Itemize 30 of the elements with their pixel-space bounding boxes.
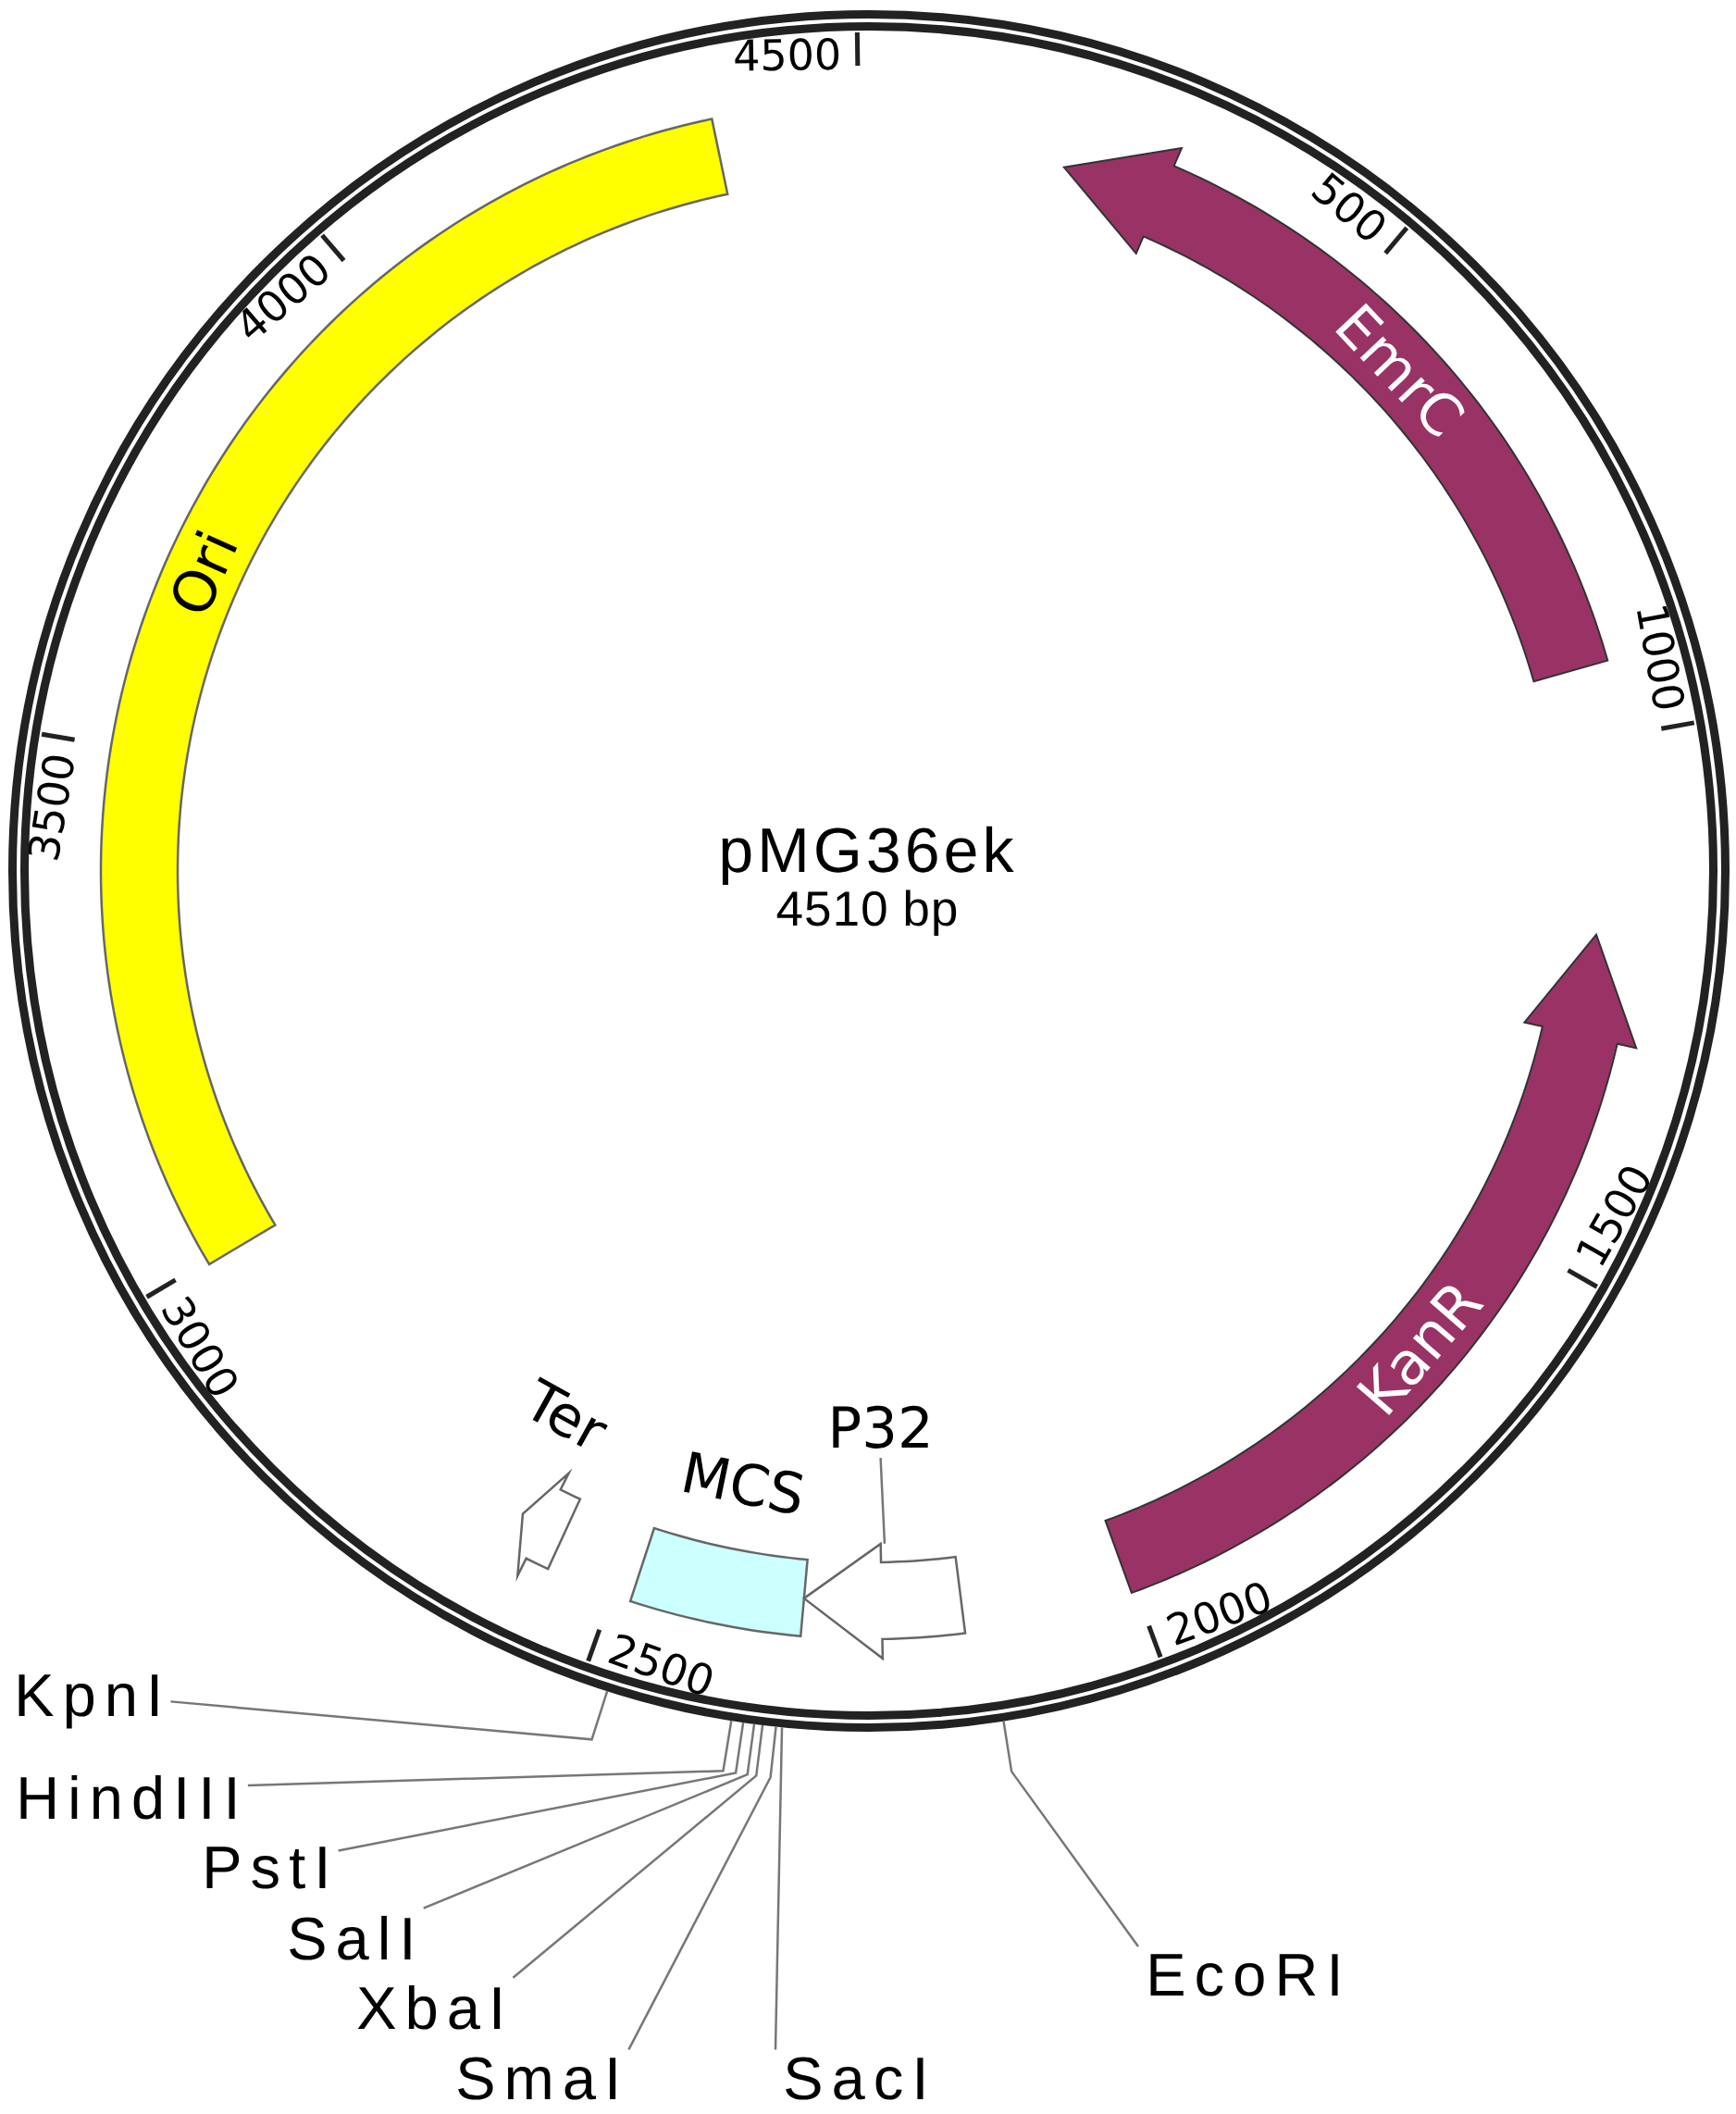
- site-label: EcoRI: [1150, 1954, 1338, 1996]
- plasmid-size: 4510 bp: [776, 889, 957, 936]
- site-label: XbaI: [357, 1984, 501, 2030]
- feature-label: Ori: [173, 529, 238, 612]
- tick-label: 1500: [1577, 1167, 1650, 1266]
- leader-line: [774, 1727, 784, 2050]
- site-label: SmaI: [458, 2057, 616, 2100]
- leader-line: [170, 1690, 609, 1741]
- leader-line: [1002, 1721, 1140, 1947]
- site-label: PstI: [206, 1847, 326, 1889]
- tick-label: 500: [1311, 172, 1384, 240]
- feature-label: Ter: [532, 1376, 608, 1448]
- site-label: SacI: [786, 2057, 924, 2100]
- tick-label: 4500: [735, 37, 839, 71]
- leader-line: [338, 1722, 745, 1852]
- feature-label: P32: [833, 1405, 928, 1449]
- tick-label: 2000: [1166, 1583, 1270, 1646]
- leader-line: [627, 1726, 777, 2050]
- leader-line: [247, 1720, 733, 1787]
- leader-line: [512, 1724, 764, 1979]
- site-label: SalI: [290, 1915, 411, 1960]
- tick-label: 2500: [608, 1635, 713, 1695]
- site-label: HindIII: [20, 1774, 235, 1820]
- promoter-arrow: [801, 1541, 967, 1661]
- feature-label: MCS: [684, 1451, 803, 1513]
- plasmid-name: pMG36ek: [722, 826, 1014, 886]
- tick-label: 1000: [1637, 605, 1684, 709]
- leader-line: [879, 1458, 887, 1544]
- site-label: KpnI: [19, 1674, 158, 1729]
- leader-line: [423, 1723, 756, 1909]
